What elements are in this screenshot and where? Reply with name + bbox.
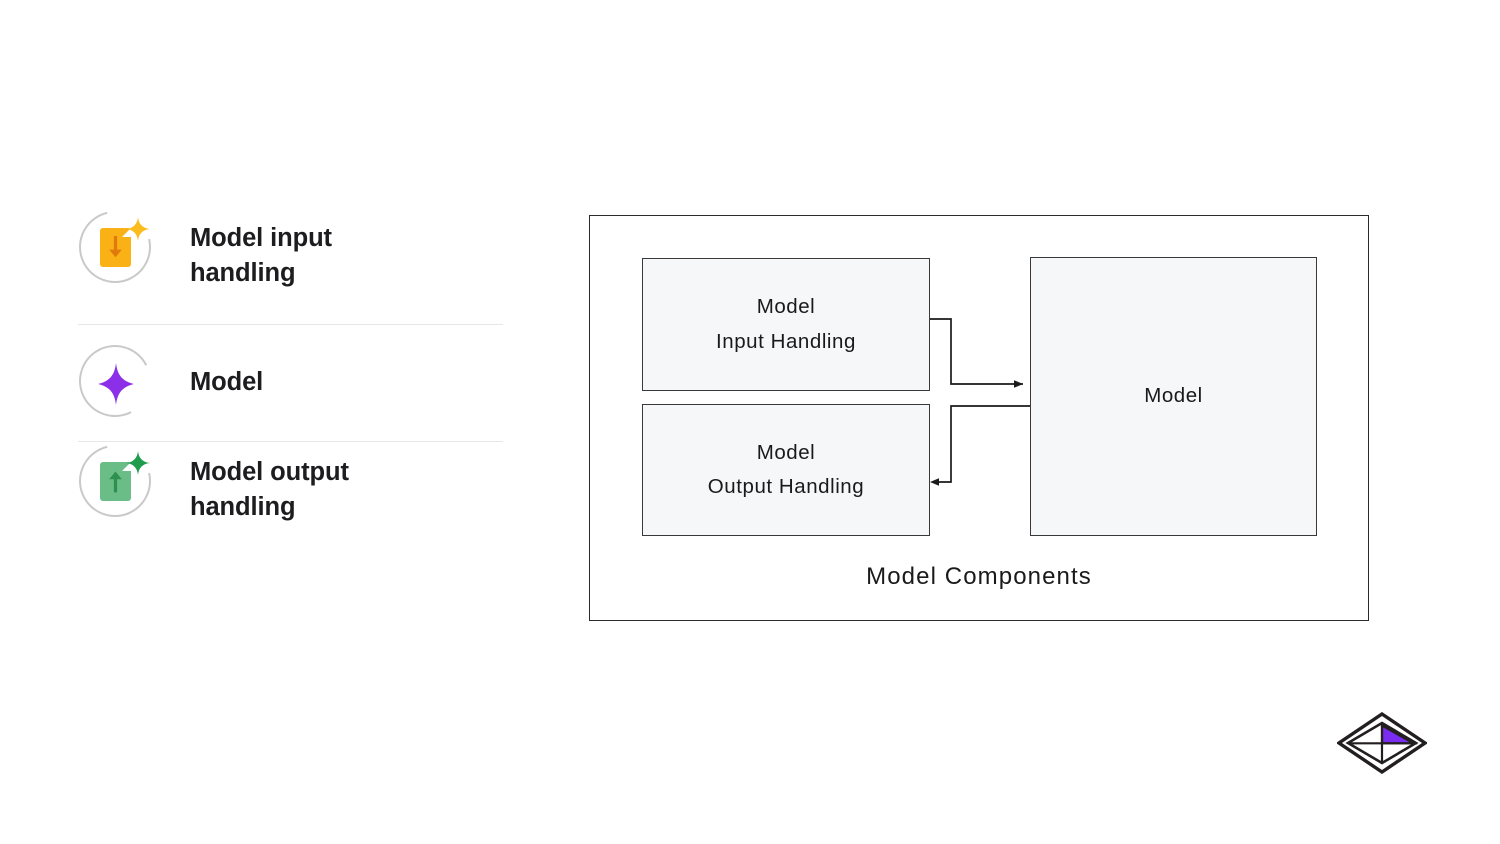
legend-item-model[interactable]: Model bbox=[69, 325, 503, 441]
legend-item-label: Model bbox=[190, 368, 264, 397]
legend-item-label: Model input handling bbox=[190, 224, 332, 288]
document-up-arrow-sparkle-icon bbox=[65, 431, 165, 531]
star-glyph bbox=[98, 363, 134, 405]
document-shape bbox=[100, 228, 131, 267]
sparkle-glyph bbox=[126, 451, 150, 475]
legend-panel: Model input handling Model Model out bbox=[65, 197, 503, 558]
node-line-2: Input Handling bbox=[716, 329, 856, 353]
model-components-diagram: Model Input Handling Model Output Handli… bbox=[589, 215, 1369, 621]
node-line-1: Model bbox=[756, 440, 816, 464]
legend-item-model-input-handling[interactable]: Model input handling bbox=[65, 197, 503, 324]
diagram-node-model-input-handling[interactable]: Model Input Handling bbox=[642, 258, 930, 391]
diagram-node-model[interactable]: Model bbox=[1030, 257, 1317, 536]
diamond-quadrant-logo bbox=[1337, 712, 1427, 774]
four-point-star-icon bbox=[69, 335, 161, 427]
document-down-arrow-sparkle-icon bbox=[65, 197, 165, 297]
diagram-node-model-output-handling[interactable]: Model Output Handling bbox=[642, 404, 930, 536]
up-arrow-glyph bbox=[109, 471, 122, 493]
down-arrow-glyph bbox=[109, 235, 122, 257]
sparkle-glyph bbox=[126, 217, 150, 241]
legend-item-label: Model output handling bbox=[190, 458, 349, 522]
diagram-container-label: Model Components bbox=[866, 563, 1092, 590]
legend-divider bbox=[78, 324, 503, 325]
legend-divider bbox=[78, 441, 503, 442]
document-shape bbox=[100, 462, 131, 501]
node-line-1: Model bbox=[756, 295, 816, 319]
node-line-1: Model bbox=[1144, 384, 1203, 408]
legend-item-model-output-handling[interactable]: Model output handling bbox=[65, 431, 503, 558]
node-line-2: Output Handling bbox=[707, 475, 865, 498]
